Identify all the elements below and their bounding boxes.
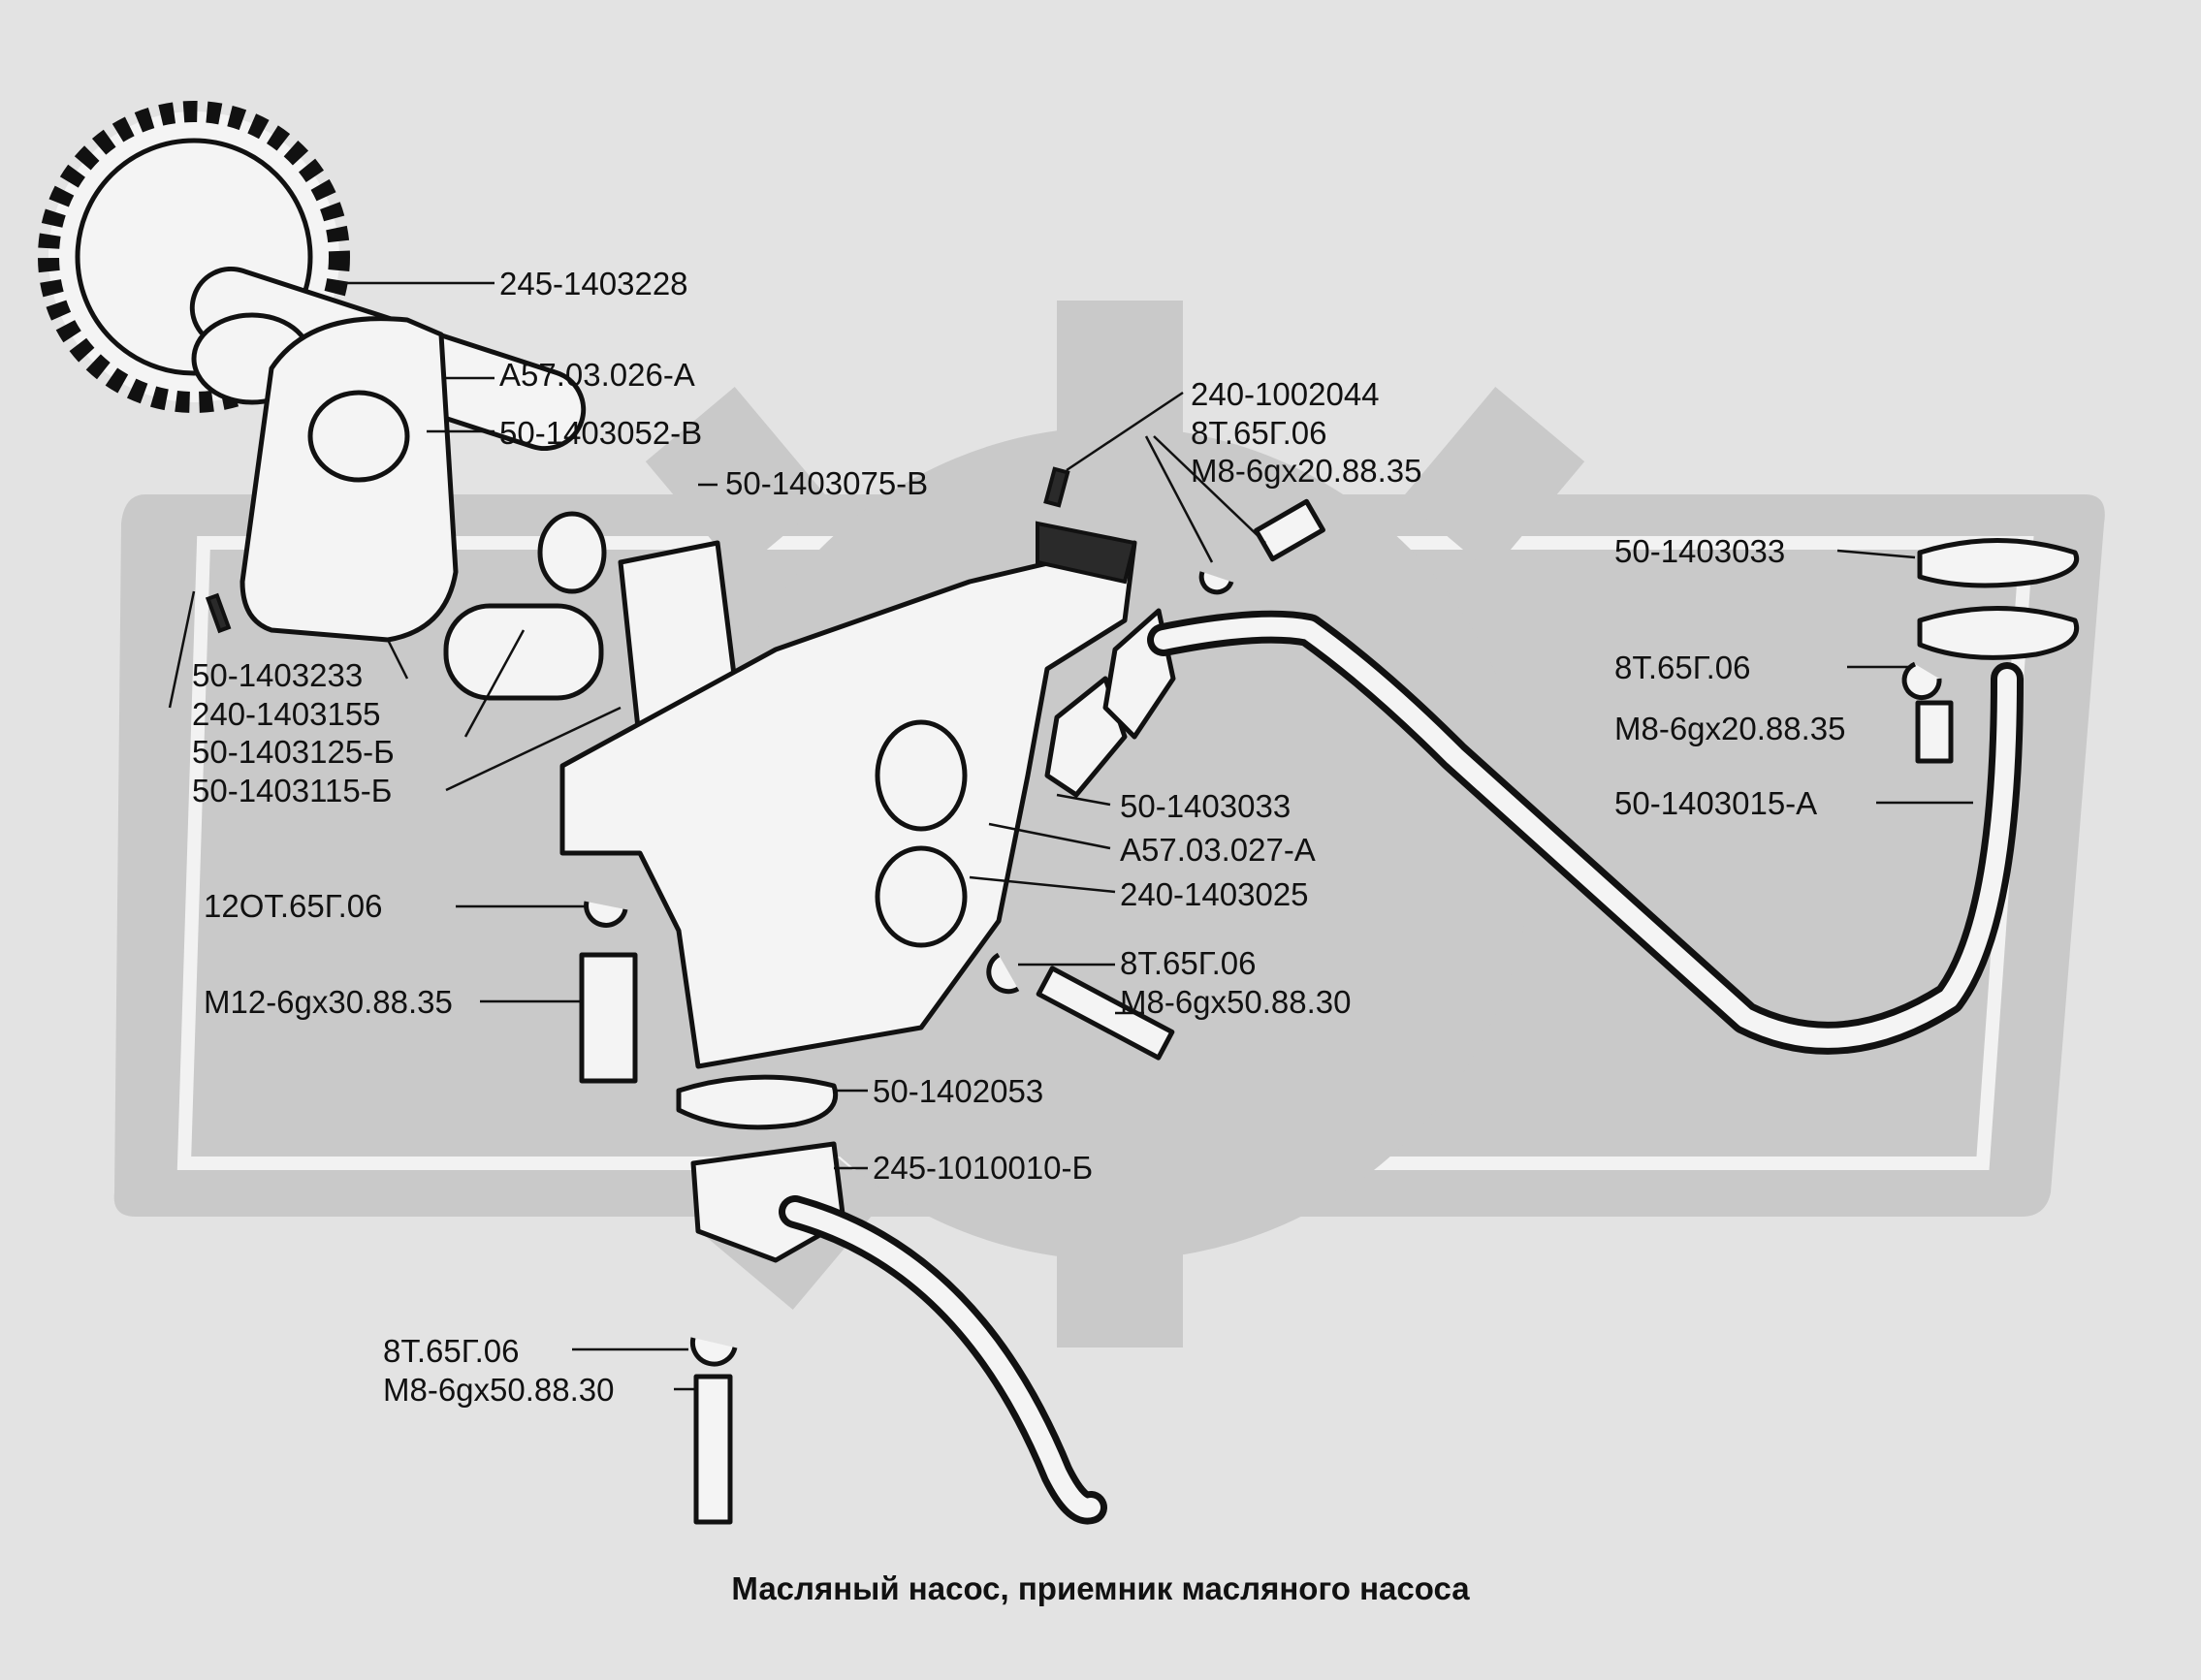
label-m12-6gx30-88-35: М12-6gх30.88.35 [204,984,453,1020]
label-m8-6gx50-88-30-bottom: М8-6gх50.88.30 [383,1372,615,1408]
label-50-1402053: 50-1402053 [873,1073,1043,1109]
label-8t-65g-06-right: 8Т.65Г.06 [1614,650,1750,685]
label-m8-6gx20-88-35-top: М8-6gх20.88.35 [1191,453,1422,489]
label-50-1403115-b: 50-1403115-Б [192,773,392,808]
fasteners [579,498,1954,1525]
label-50-1403033-center: 50-1403033 [1120,788,1291,824]
label-a57-03-026-a: А57.03.026-А [499,357,695,393]
diagram-caption: Масляный насос, приемник масляного насос… [731,1570,1470,1606]
leader-lines [168,281,1973,1391]
part-labels: 245-1403228 А57.03.026-А 50-1403052-В 50… [192,266,1846,1408]
label-50-1403033-right: 50-1403033 [1614,533,1785,569]
label-50-1403052-v: 50-1403052-В [499,415,702,451]
label-240-1403155: 240-1403155 [192,696,381,732]
label-240-1002044: 240-1002044 [1191,376,1380,412]
label-12ot-65g-06: 12ОТ.65Г.06 [204,888,382,924]
pump-body [559,466,1137,1069]
label-m8-6gx20-88-35-right: М8-6gх20.88.35 [1614,711,1846,746]
label-50-1403233: 50-1403233 [192,657,363,693]
label-50-1403125-b: 50-1403125-Б [192,734,395,770]
pump-cover [239,316,459,643]
label-50-1403075-v: 50-1403075-В [725,465,928,501]
label-8t-65g-06-center: 8Т.65Г.06 [1120,945,1256,981]
label-a57-03-027-a: А57.03.027-А [1120,832,1316,868]
label-245-1010010-b: 245-1010010-Б [873,1150,1093,1186]
label-8t-65g-06-top: 8Т.65Г.06 [1191,415,1326,451]
label-240-1403025: 240-1403025 [1120,876,1309,912]
label-245-1403228: 245-1403228 [499,266,688,301]
label-m8-6gx50-88-30-center: М8-6gх50.88.30 [1120,984,1352,1020]
gaskets [676,538,2079,1263]
label-50-1403015-a: 50-1403015-А [1614,785,1817,821]
oil-pipes [779,610,2024,1525]
label-8t-65g-06-bottom: 8Т.65Г.06 [383,1333,519,1369]
